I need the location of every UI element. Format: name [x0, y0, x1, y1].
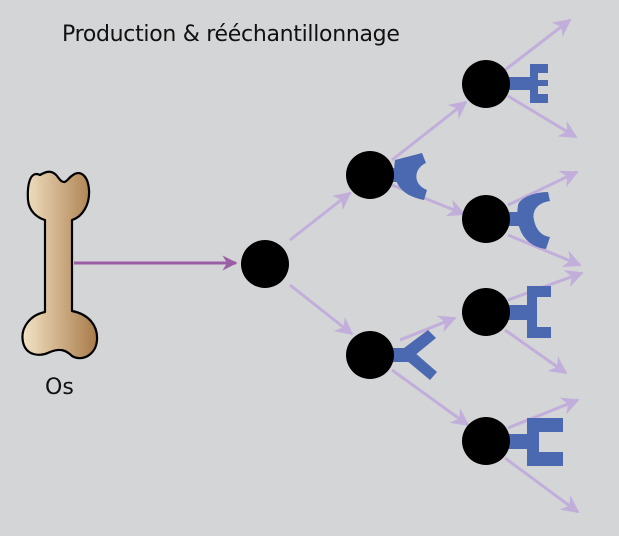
receptor-crescent-icon [508, 192, 550, 249]
bone-icon [21, 170, 99, 360]
arrow-l3-2-out-up [507, 170, 579, 207]
receptor-e-shape-icon [507, 64, 548, 103]
arrow-l2top-to-l3-1 [391, 100, 468, 162]
receptor-crescent-icon [390, 153, 427, 200]
cell-l3-1 [462, 60, 510, 108]
arrow-l2bottom-to-l3-3 [399, 315, 457, 342]
cell-l3-2 [462, 195, 510, 243]
receptors [390, 64, 563, 466]
cell-l2-top [346, 151, 394, 199]
bone-label: Os [45, 375, 74, 400]
cell-l2-bottom [346, 331, 394, 379]
cell-l3-3 [462, 288, 510, 336]
cell-root [241, 240, 289, 288]
receptor-bracket-icon [508, 286, 551, 338]
cell-l3-4 [462, 417, 510, 465]
arrow-l3-3-out-down [504, 328, 568, 375]
receptor-wide-bracket-icon [508, 418, 563, 466]
arrow-l3-2-out-down [507, 233, 582, 268]
arrow-l3-1-out-up [504, 18, 572, 72]
arrow-l3-1-out-down [507, 94, 578, 139]
cells [241, 60, 510, 465]
diagram-title: Production & rééchantillonnage [62, 22, 400, 47]
arrow-l2bottom-to-l3-4 [391, 368, 470, 427]
receptor-y-shape-icon [390, 330, 437, 380]
arrow-root-to-l2-top [289, 191, 352, 242]
arrow-root-to-l2-bottom [289, 283, 354, 336]
arrow-l3-4-out-down [504, 456, 580, 514]
arrow-l3-4-out-up [507, 397, 580, 430]
